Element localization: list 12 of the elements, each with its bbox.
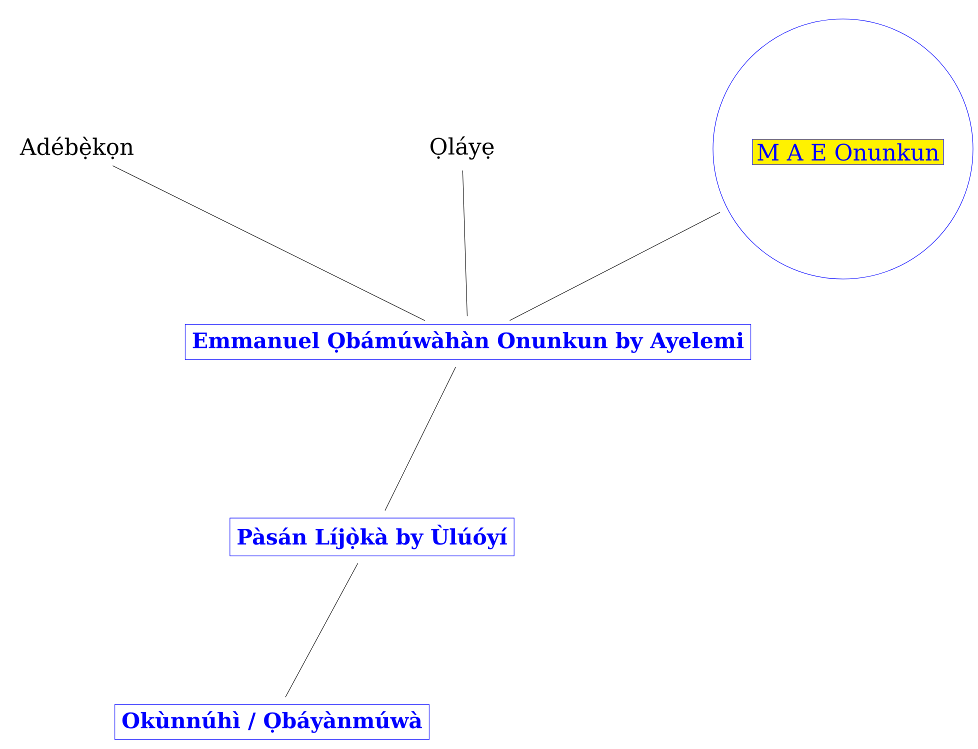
connector-line [462,170,468,316]
circle [712,18,974,280]
name-box: Okùnnúhì / Ọbáyànmúwà [114,704,430,740]
connector-line [509,212,720,321]
connector-line [384,366,456,511]
name-label: Adébẹ̀kọn [20,136,134,160]
connector-line [285,562,358,698]
name-box: Emmanuel Ọbámúwàhàn Onunkun by Ayelemi [184,324,752,360]
highlight-box: M A E Onunkun [752,138,944,166]
name-box: Pàsán Líjọ̀kà by Ùlúóyí [230,518,514,556]
connector-line [112,165,426,321]
name-label: Ọláyẹ [430,136,494,160]
